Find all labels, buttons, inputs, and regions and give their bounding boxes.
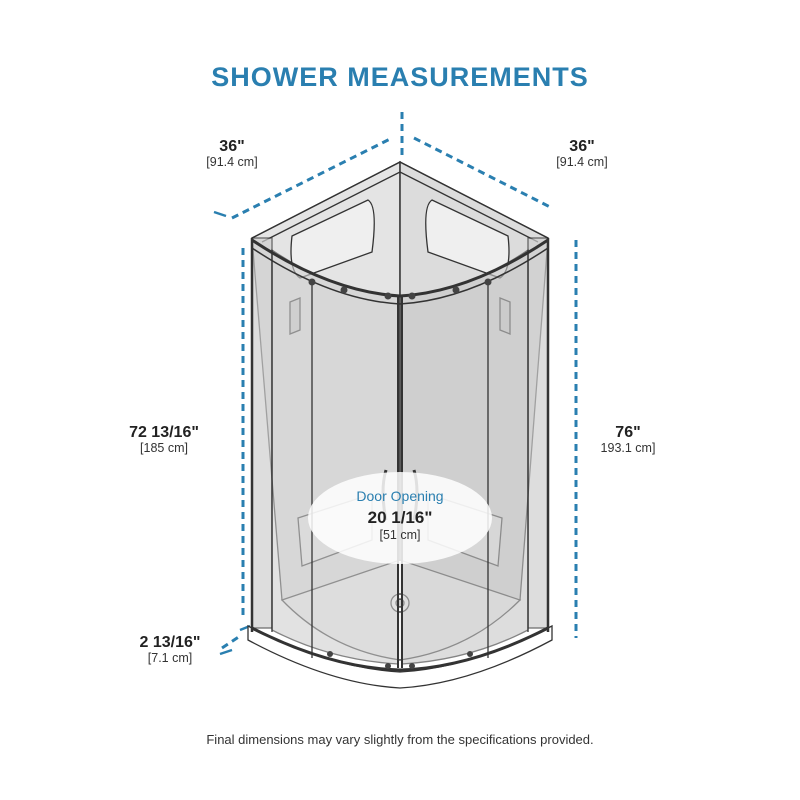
door-opening-metric: [51 cm] bbox=[379, 527, 421, 542]
curved-door-right bbox=[401, 248, 529, 665]
roller bbox=[384, 292, 392, 300]
door-label-halo bbox=[308, 472, 492, 564]
width-left-dimension-line bbox=[231, 136, 393, 220]
bottom-track bbox=[251, 626, 549, 672]
roller bbox=[408, 292, 416, 300]
shower-enclosure bbox=[247, 160, 553, 689]
roller bbox=[409, 663, 415, 669]
dimension-lines bbox=[221, 112, 578, 650]
door-opening-value: 20 1/16" bbox=[367, 508, 433, 528]
total-height-label: 76" 193.1 cm] bbox=[600, 424, 656, 455]
top-track bbox=[251, 238, 549, 298]
door-opening-label: Door Opening 20 1/16" [51 cm] bbox=[310, 488, 490, 542]
roller bbox=[467, 651, 473, 657]
page-title: SHOWER MEASUREMENTS bbox=[211, 62, 589, 92]
roller bbox=[452, 286, 460, 294]
base-height-dimension-line bbox=[221, 634, 241, 650]
curved-door-left bbox=[271, 248, 399, 665]
glass-panel-right bbox=[527, 237, 549, 629]
door-height-label: 72 13/16" [185 cm] bbox=[129, 424, 199, 455]
base-height-label: 2 13/16" [7.1 cm] bbox=[139, 634, 201, 665]
roller bbox=[308, 278, 316, 286]
width-right-label: 36" [91.4 cm] bbox=[556, 138, 608, 169]
disclaimer-text: Final dimensions may vary slightly from … bbox=[206, 732, 594, 747]
roller bbox=[327, 651, 333, 657]
roller bbox=[385, 663, 391, 669]
width-right-dimension-line bbox=[413, 136, 553, 210]
glass-panel-left bbox=[251, 237, 273, 629]
door-opening-title: Door Opening bbox=[356, 488, 444, 504]
roller bbox=[340, 286, 348, 294]
width-left-label: 36" [91.4 cm] bbox=[206, 138, 258, 169]
roller bbox=[484, 278, 492, 286]
